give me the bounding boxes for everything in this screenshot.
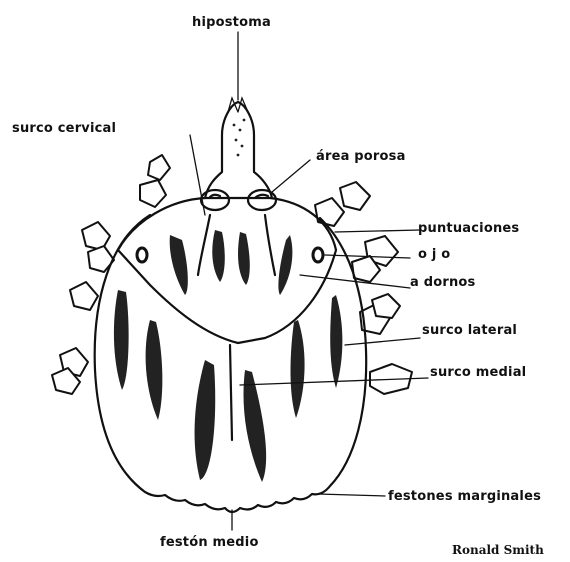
- cervical-groove-right: [265, 215, 275, 275]
- leg-right-1b: [315, 198, 344, 226]
- label-area-porosa: área porosa: [316, 149, 406, 164]
- porous-area-dot-left: [210, 195, 220, 197]
- leg-left-2: [82, 222, 110, 250]
- porous-area-dot-right: [256, 195, 268, 197]
- porous-area-left: [201, 190, 229, 210]
- capitulum: [205, 102, 272, 198]
- label-adornos: a dornos: [410, 275, 476, 290]
- leg-left-1b: [140, 180, 166, 207]
- label-surco-cervical: surco cervical: [12, 121, 116, 136]
- eye-left: [137, 248, 147, 262]
- eye-right: [313, 248, 323, 262]
- leg-right-3b: [372, 294, 400, 318]
- credit-author: Ronald Smith: [452, 543, 544, 557]
- cervical-groove-left: [198, 215, 210, 275]
- porous-area-right: [248, 190, 276, 210]
- leg-left-3: [70, 282, 98, 310]
- leg-left-1: [148, 155, 170, 180]
- label-surco-medial: surco medial: [430, 365, 526, 380]
- label-feston-medio: festón medio: [160, 535, 259, 550]
- label-hipostoma: hipostoma: [192, 15, 271, 30]
- legs-right: [315, 182, 412, 394]
- label-surco-lateral: surco lateral: [422, 323, 517, 338]
- leader-lines: [190, 32, 428, 530]
- label-festones-marginales: festones marginales: [388, 489, 541, 504]
- medial-groove: [230, 345, 232, 440]
- label-puntuaciones: puntuaciones: [418, 221, 519, 236]
- leg-right-1: [340, 182, 370, 210]
- hypostome-stipple: [233, 119, 246, 157]
- scutum-ornaments: [170, 230, 293, 295]
- label-ojo: o j o: [418, 247, 450, 262]
- body-ornaments: [114, 290, 342, 482]
